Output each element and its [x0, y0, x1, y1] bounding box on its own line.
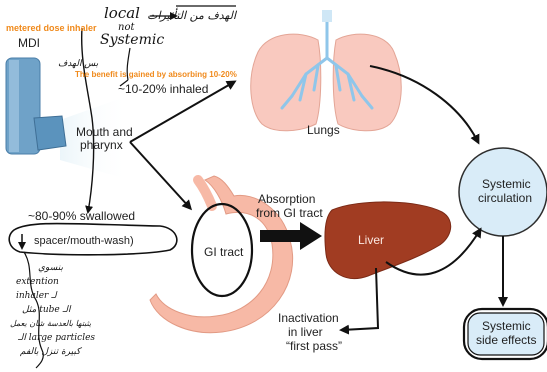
benefit-note: The benefit is gained by absorbing 10-20…: [75, 70, 237, 79]
liver-label: Liver: [358, 233, 384, 247]
lungs-label: Lungs: [307, 123, 340, 137]
swallowed-percentage: ~80-90% swallowed: [28, 209, 135, 223]
absorption-label-line1: Absorption: [258, 192, 315, 206]
handwritten-systemic: Systemic: [100, 32, 164, 48]
inactivation-label-line1: Inactivation: [278, 311, 339, 325]
side-effects-label-line1: Systemic: [482, 319, 531, 333]
inhaler-mouthpiece: [34, 116, 66, 150]
mouth-pharynx-label-line2: pharynx: [80, 138, 123, 152]
gi-tract-label: GI tract: [204, 245, 244, 259]
metered-dose-label: metered dose inhaler: [6, 23, 97, 33]
svg-text:بنسوي: بنسوي: [38, 263, 63, 273]
liver-illustration: [325, 202, 451, 279]
handwritten-arabic-goal: الهدف من التأثيرات: [147, 7, 238, 22]
systemic-circulation-label-line2: circulation: [478, 191, 532, 205]
arrow-to-gi-tract: [130, 142, 190, 208]
lungs-illustration: [251, 10, 401, 131]
systemic-circulation-label-line1: Systemic: [482, 177, 531, 191]
inhaled-percentage: ~10-20% inhaled: [118, 82, 208, 96]
svg-text:مثل tube الـ: مثل tube الـ: [22, 305, 72, 315]
side-effects-label-line2: side effects: [476, 333, 536, 347]
svg-text:يثبتها بالعدسة شان يعمل: يثبتها بالعدسة شان يعمل: [10, 319, 92, 328]
mouth-pharynx-label-line1: Mouth and: [76, 125, 133, 139]
mdi-label: MDI: [18, 36, 40, 50]
svg-text:كبيرة تنزل بالفم: كبيرة تنزل بالفم: [20, 347, 82, 357]
left-lung: [251, 34, 321, 131]
absorption-label-line2: from GI tract: [256, 206, 323, 220]
handwritten-arabic-short: بس الهدف: [58, 59, 99, 69]
spacer-note: spacer/mouth-wash): [34, 235, 134, 247]
handwritten-spacer-notes: بنسوي extention inhaler لـ مثل tube الـ …: [10, 263, 95, 357]
right-lung: [333, 34, 401, 131]
svg-text:extention: extention: [16, 277, 59, 287]
inactivation-label-line2: in liver: [288, 325, 323, 339]
svg-text:inhaler لـ: inhaler لـ: [16, 291, 58, 301]
inactivation-label-line3: “first pass”: [286, 339, 342, 353]
svg-text:الـ large particles: الـ large particles: [17, 333, 95, 343]
handwritten-local: local: [104, 4, 140, 22]
